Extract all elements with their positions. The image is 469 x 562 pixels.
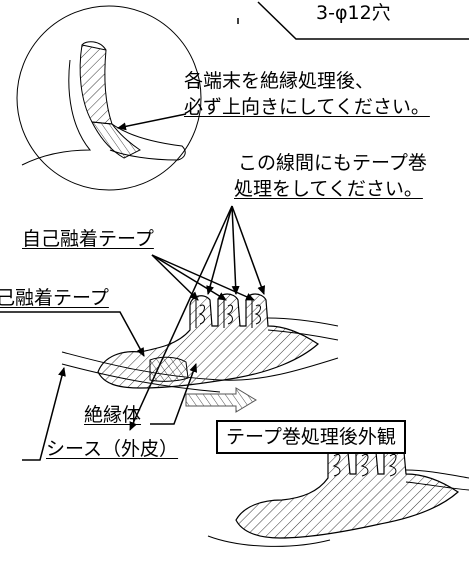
self-fusing-tape-label-1: 自己融着テープ bbox=[22, 228, 154, 250]
insulator-label: 絶縁体 bbox=[84, 404, 142, 426]
note-between-line2: 処理をしてください。 bbox=[234, 178, 423, 200]
note-terminals-line2: 必ず上向きにしてください。 bbox=[184, 96, 430, 118]
cable-before-drawing bbox=[61, 293, 339, 393]
cable-after-drawing bbox=[207, 445, 469, 547]
note-terminals-line1: 各端末を絶縁処理後、 bbox=[184, 70, 375, 92]
insulator-sheath-leaders bbox=[22, 363, 198, 461]
holes-callout-leader bbox=[237, 1, 469, 40]
sheath-label: シース（外皮） bbox=[46, 438, 179, 460]
holes-label: 3-φ12穴 bbox=[316, 2, 391, 24]
direction-arrow bbox=[185, 387, 257, 413]
after-taping-label: テープ巻処理後外観 bbox=[216, 420, 406, 454]
note-between-line1: この線間にもテープ巻 bbox=[238, 152, 427, 174]
self-fusing-tape-label-2: 己融着テープ bbox=[0, 287, 109, 309]
detail-circle bbox=[16, 5, 202, 191]
terminals-leader bbox=[117, 113, 187, 131]
between-wires-leaders bbox=[129, 205, 266, 431]
self-fusing-tape-leaders bbox=[0, 254, 255, 357]
